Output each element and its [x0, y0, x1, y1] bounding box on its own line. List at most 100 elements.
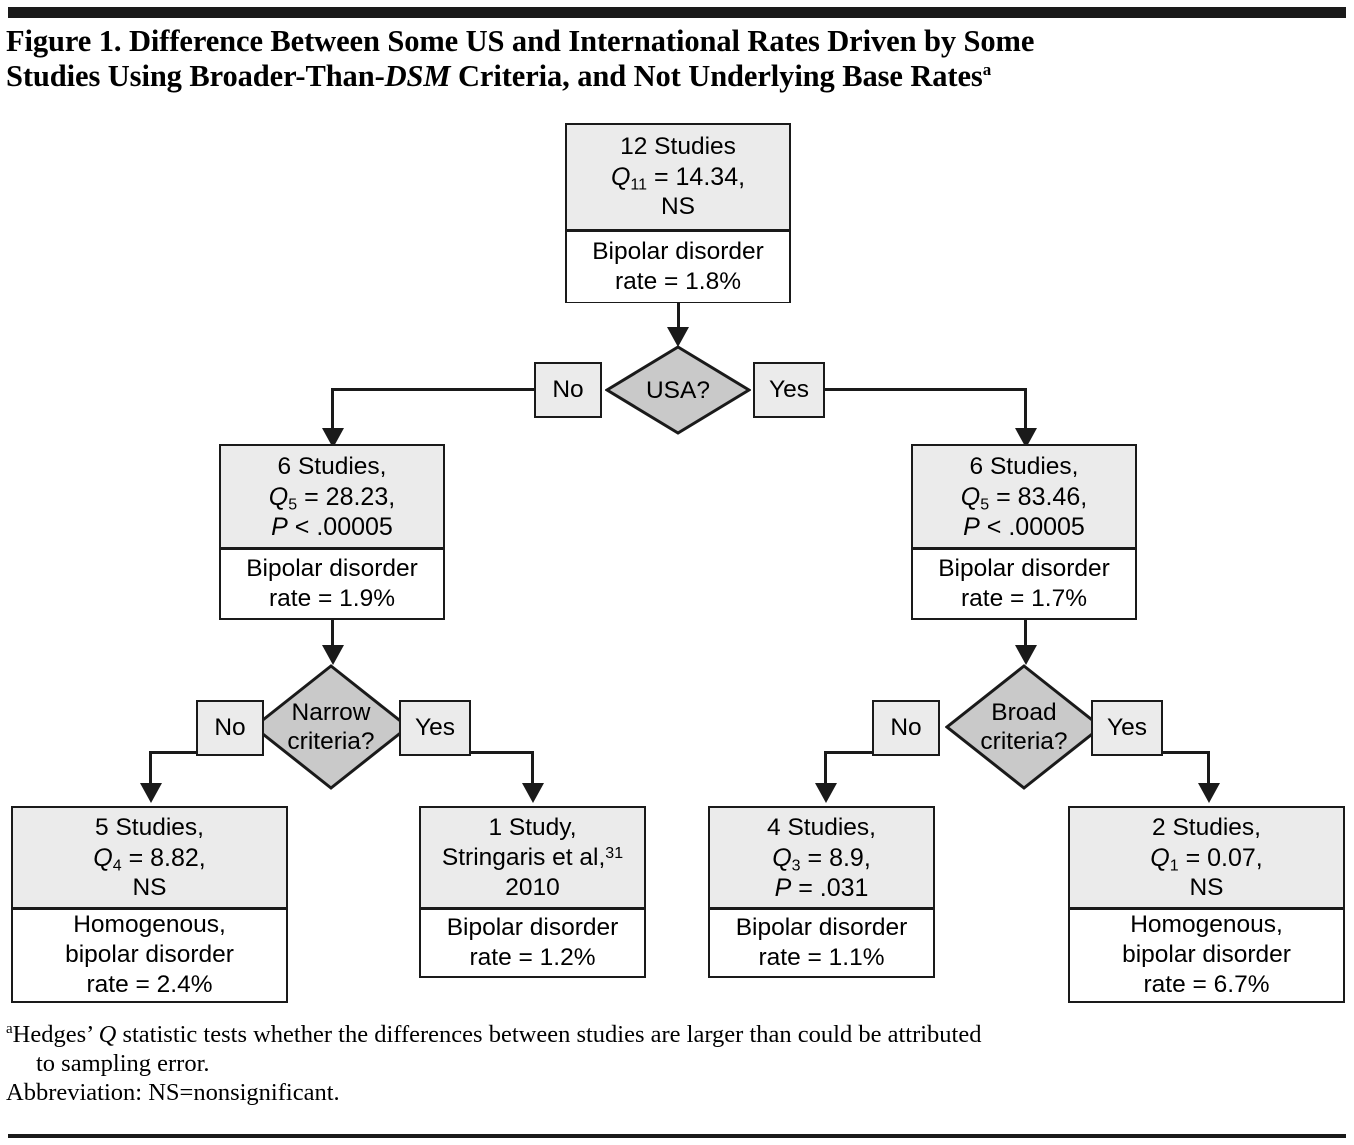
node-usa-studies: 6 Studies, — [969, 452, 1079, 480]
connector-narrow-no-vertical — [149, 751, 152, 787]
footer-line-1: Bipolar disorder — [446, 913, 619, 941]
connector-non-usa-to-narrow — [331, 620, 334, 648]
figure-title: Figure 1. Difference Between Some US and… — [6, 24, 1246, 94]
footnote-line-3: Abbreviation: NS=nonsignificant. — [6, 1079, 340, 1106]
footnote-line-2: to sampling error. — [36, 1050, 210, 1077]
node-non-usa-narrow-studies: 1 Study, — [488, 813, 577, 841]
footer-line-2: rate = 1.2% — [469, 943, 596, 971]
node-usa-not-broad-footer: Bipolar disorder rate = 1.1% — [710, 910, 933, 975]
decision-usa-yes-label: Yes — [753, 362, 825, 418]
node-non-usa-narrow-year: 2010 — [505, 873, 560, 901]
node-usa-broad-footer: Homogenous, bipolar disorder rate = 6.7% — [1070, 910, 1343, 1000]
arrowhead-usa-yes — [1015, 428, 1037, 448]
footer-line-2: bipolar disorder — [65, 941, 234, 968]
connector-usa-to-broad — [1024, 620, 1027, 648]
node-non-usa-not-narrow-studies: 5 Studies, — [95, 813, 204, 841]
connector-usa-yes-horizontal — [823, 388, 1027, 391]
node-non-usa-not-narrow-q: Q4 = 8.82, — [93, 843, 206, 874]
arrowhead-usa-to-broad — [1015, 645, 1037, 665]
node-non-usa-narrow-footer: Bipolar disorder rate = 1.2% — [421, 910, 644, 975]
node-non-usa-not-narrow: 5 Studies, Q4 = 8.82, NS Homogenous, bip… — [11, 806, 288, 1003]
connector-root-to-usa — [677, 303, 680, 331]
decision-narrow-label: Narrow criteria? — [287, 699, 375, 755]
node-usa-footer-line-2: rate = 1.7% — [961, 584, 1087, 612]
decision-broad-no-label: No — [872, 700, 940, 756]
node-usa-not-broad-p: P = .031 — [774, 873, 869, 902]
node-root-footer: Bipolar disorder rate = 1.8% — [567, 232, 789, 302]
arrowhead-narrow-no — [140, 783, 162, 803]
node-non-usa-not-narrow-significance: NS — [132, 873, 167, 901]
connector-broad-yes-vertical — [1207, 751, 1210, 787]
decision-broad-label: Broad criteria? — [980, 699, 1068, 755]
node-usa-broad-q: Q1 = 0.07, — [1150, 843, 1263, 874]
title-dsm-italic: DSM — [384, 59, 451, 93]
footnote-line-1: aHedges’ Q statistic tests whether the d… — [6, 1020, 982, 1048]
node-non-usa-footer: Bipolar disorder rate = 1.9% — [221, 550, 443, 617]
title-footnote-marker: a — [982, 59, 992, 79]
decision-usa-no-label: No — [534, 362, 602, 418]
footer-line-1: Homogenous, — [1130, 911, 1283, 938]
node-root: 12 Studies Q11 = 14.34, NS Bipolar disor… — [565, 123, 791, 303]
node-non-usa-not-narrow-footer: Homogenous, bipolar disorder rate = 2.4% — [13, 910, 286, 1000]
node-non-usa-header: 6 Studies, Q5 = 28.23, P < .00005 — [221, 446, 443, 550]
arrowhead-narrow-yes — [522, 783, 544, 803]
title-line-2-prefix: Studies Using Broader-Than- — [6, 59, 385, 93]
connector-broad-yes-horizontal — [1161, 751, 1209, 754]
node-usa: 6 Studies, Q5 = 83.46, P < .00005 Bipola… — [911, 444, 1137, 620]
arrowhead-broad-no — [815, 783, 837, 803]
node-non-usa-footer-line-1: Bipolar disorder — [246, 554, 418, 582]
connector-usa-no-horizontal — [331, 388, 536, 391]
node-usa-footer-line-1: Bipolar disorder — [938, 554, 1110, 582]
footer-line-2: bipolar disorder — [1122, 941, 1291, 968]
decision-narrow-no-label: No — [196, 700, 264, 756]
node-usa-broad-studies: 2 Studies, — [1152, 813, 1261, 841]
decision-narrow-yes-label: Yes — [399, 700, 471, 756]
diamond-shape-icon — [605, 345, 751, 435]
node-usa-broad: 2 Studies, Q1 = 0.07, NS Homogenous, bip… — [1068, 806, 1345, 1003]
decision-usa: USA? — [605, 345, 751, 435]
footer-line-2: rate = 1.1% — [758, 943, 885, 971]
node-usa-footer: Bipolar disorder rate = 1.7% — [913, 550, 1135, 617]
node-usa-broad-significance: NS — [1189, 873, 1224, 901]
node-non-usa-footer-line-2: rate = 1.9% — [269, 584, 395, 612]
node-root-q: Q11 = 14.34, — [610, 163, 746, 194]
arrowhead-usa-no — [322, 428, 344, 448]
node-non-usa-q: Q5 = 28.23, — [268, 482, 396, 513]
node-root-footer-line-2: rate = 1.8% — [615, 268, 741, 295]
footer-line-3: rate = 2.4% — [86, 971, 213, 998]
connector-narrow-no-horizontal — [149, 751, 198, 754]
node-root-studies: 12 Studies — [620, 133, 736, 160]
node-non-usa: 6 Studies, Q5 = 28.23, P < .00005 Bipola… — [219, 444, 445, 620]
figure-footnote: aHedges’ Q statistic tests whether the d… — [6, 1020, 1336, 1107]
arrowhead-root-to-usa — [667, 327, 689, 347]
connector-broad-no-horizontal — [824, 751, 874, 754]
node-non-usa-narrow: 1 Study, Stringaris et al,31 2010 Bipola… — [419, 806, 646, 978]
title-line-1: Figure 1. Difference Between Some US and… — [6, 24, 1035, 58]
node-usa-not-broad-header: 4 Studies, Q3 = 8.9, P = .031 — [710, 808, 933, 910]
node-root-footer-line-1: Bipolar disorder — [592, 238, 764, 265]
node-usa-not-broad-q: Q3 = 8.9, — [772, 843, 871, 874]
footer-line-1: Homogenous, — [73, 911, 226, 938]
node-non-usa-not-narrow-header: 5 Studies, Q4 = 8.82, NS — [13, 808, 286, 910]
connector-usa-no-vertical — [331, 388, 334, 432]
node-non-usa-narrow-header: 1 Study, Stringaris et al,31 2010 — [421, 808, 644, 910]
decision-broad-yes-label: Yes — [1091, 700, 1163, 756]
footer-line-1: Bipolar disorder — [735, 913, 908, 941]
node-usa-header: 6 Studies, Q5 = 83.46, P < .00005 — [913, 446, 1135, 550]
title-line-2-suffix: Criteria, and Not Underlying Base Rates — [450, 59, 983, 93]
node-usa-p: P < .00005 — [963, 512, 1085, 541]
decision-narrow-criteria: Narrow criteria? — [252, 664, 410, 790]
node-root-header: 12 Studies Q11 = 14.34, NS — [567, 125, 789, 232]
footer-line-3: rate = 6.7% — [1143, 971, 1270, 998]
decision-broad-criteria: Broad criteria? — [945, 664, 1103, 790]
connector-narrow-yes-vertical — [531, 751, 534, 787]
node-usa-not-broad: 4 Studies, Q3 = 8.9, P = .031 Bipolar di… — [708, 806, 935, 978]
node-usa-broad-header: 2 Studies, Q1 = 0.07, NS — [1070, 808, 1343, 910]
node-non-usa-p: P < .00005 — [271, 512, 393, 541]
connector-usa-yes-vertical — [1024, 388, 1027, 432]
diamond-shape-icon — [252, 664, 410, 790]
node-root-significance: NS — [660, 193, 696, 220]
arrowhead-non-usa-to-narrow — [322, 645, 344, 665]
connector-narrow-yes-horizontal — [469, 751, 533, 754]
connector-broad-no-vertical — [824, 751, 827, 787]
